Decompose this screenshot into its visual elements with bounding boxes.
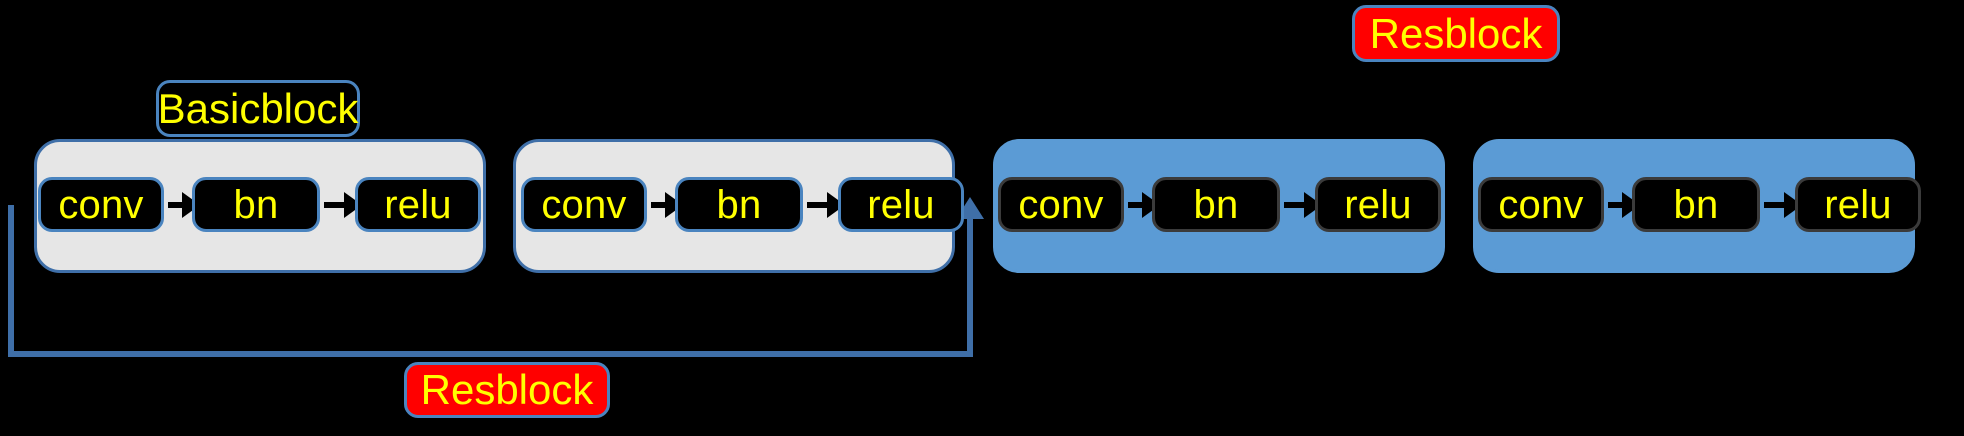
badge-resblock-top[interactable]: Resblock bbox=[1352, 5, 1560, 62]
skip-connection-left-segment bbox=[8, 205, 14, 357]
op-label: relu bbox=[1344, 182, 1412, 227]
op-box-bn-1[interactable]: bn bbox=[192, 177, 320, 232]
badge-label: Resblock bbox=[420, 366, 594, 413]
op-box-relu-3[interactable]: relu bbox=[1315, 177, 1441, 232]
op-box-relu-1[interactable]: relu bbox=[355, 177, 481, 232]
op-label: relu bbox=[867, 182, 935, 227]
op-box-bn-2[interactable]: bn bbox=[675, 177, 803, 232]
op-label: relu bbox=[1824, 182, 1892, 227]
op-label: bn bbox=[233, 182, 279, 227]
op-label: relu bbox=[384, 182, 452, 227]
skip-connection-bottom-segment bbox=[8, 351, 973, 357]
op-box-bn-3[interactable]: bn bbox=[1152, 177, 1280, 232]
op-label: bn bbox=[1193, 182, 1239, 227]
op-box-conv-1[interactable]: conv bbox=[38, 177, 164, 232]
op-box-relu-4[interactable]: relu bbox=[1795, 177, 1921, 232]
op-label: conv bbox=[541, 182, 627, 227]
op-box-conv-2[interactable]: conv bbox=[521, 177, 647, 232]
op-box-conv-4[interactable]: conv bbox=[1478, 177, 1604, 232]
op-label: bn bbox=[1673, 182, 1719, 227]
op-box-conv-3[interactable]: conv bbox=[998, 177, 1124, 232]
op-label: conv bbox=[58, 182, 144, 227]
op-box-bn-4[interactable]: bn bbox=[1632, 177, 1760, 232]
badge-label: Resblock bbox=[1369, 9, 1543, 57]
badge-resblock-bottom[interactable]: Resblock bbox=[404, 362, 610, 418]
op-label: bn bbox=[716, 182, 762, 227]
skip-connection-right-segment bbox=[967, 216, 973, 357]
op-label: conv bbox=[1498, 182, 1584, 227]
badge-label: Basicblock bbox=[157, 84, 359, 132]
op-label: conv bbox=[1018, 182, 1104, 227]
badge-basicblock[interactable]: Basicblock bbox=[156, 80, 360, 137]
op-box-relu-2[interactable]: relu bbox=[838, 177, 964, 232]
